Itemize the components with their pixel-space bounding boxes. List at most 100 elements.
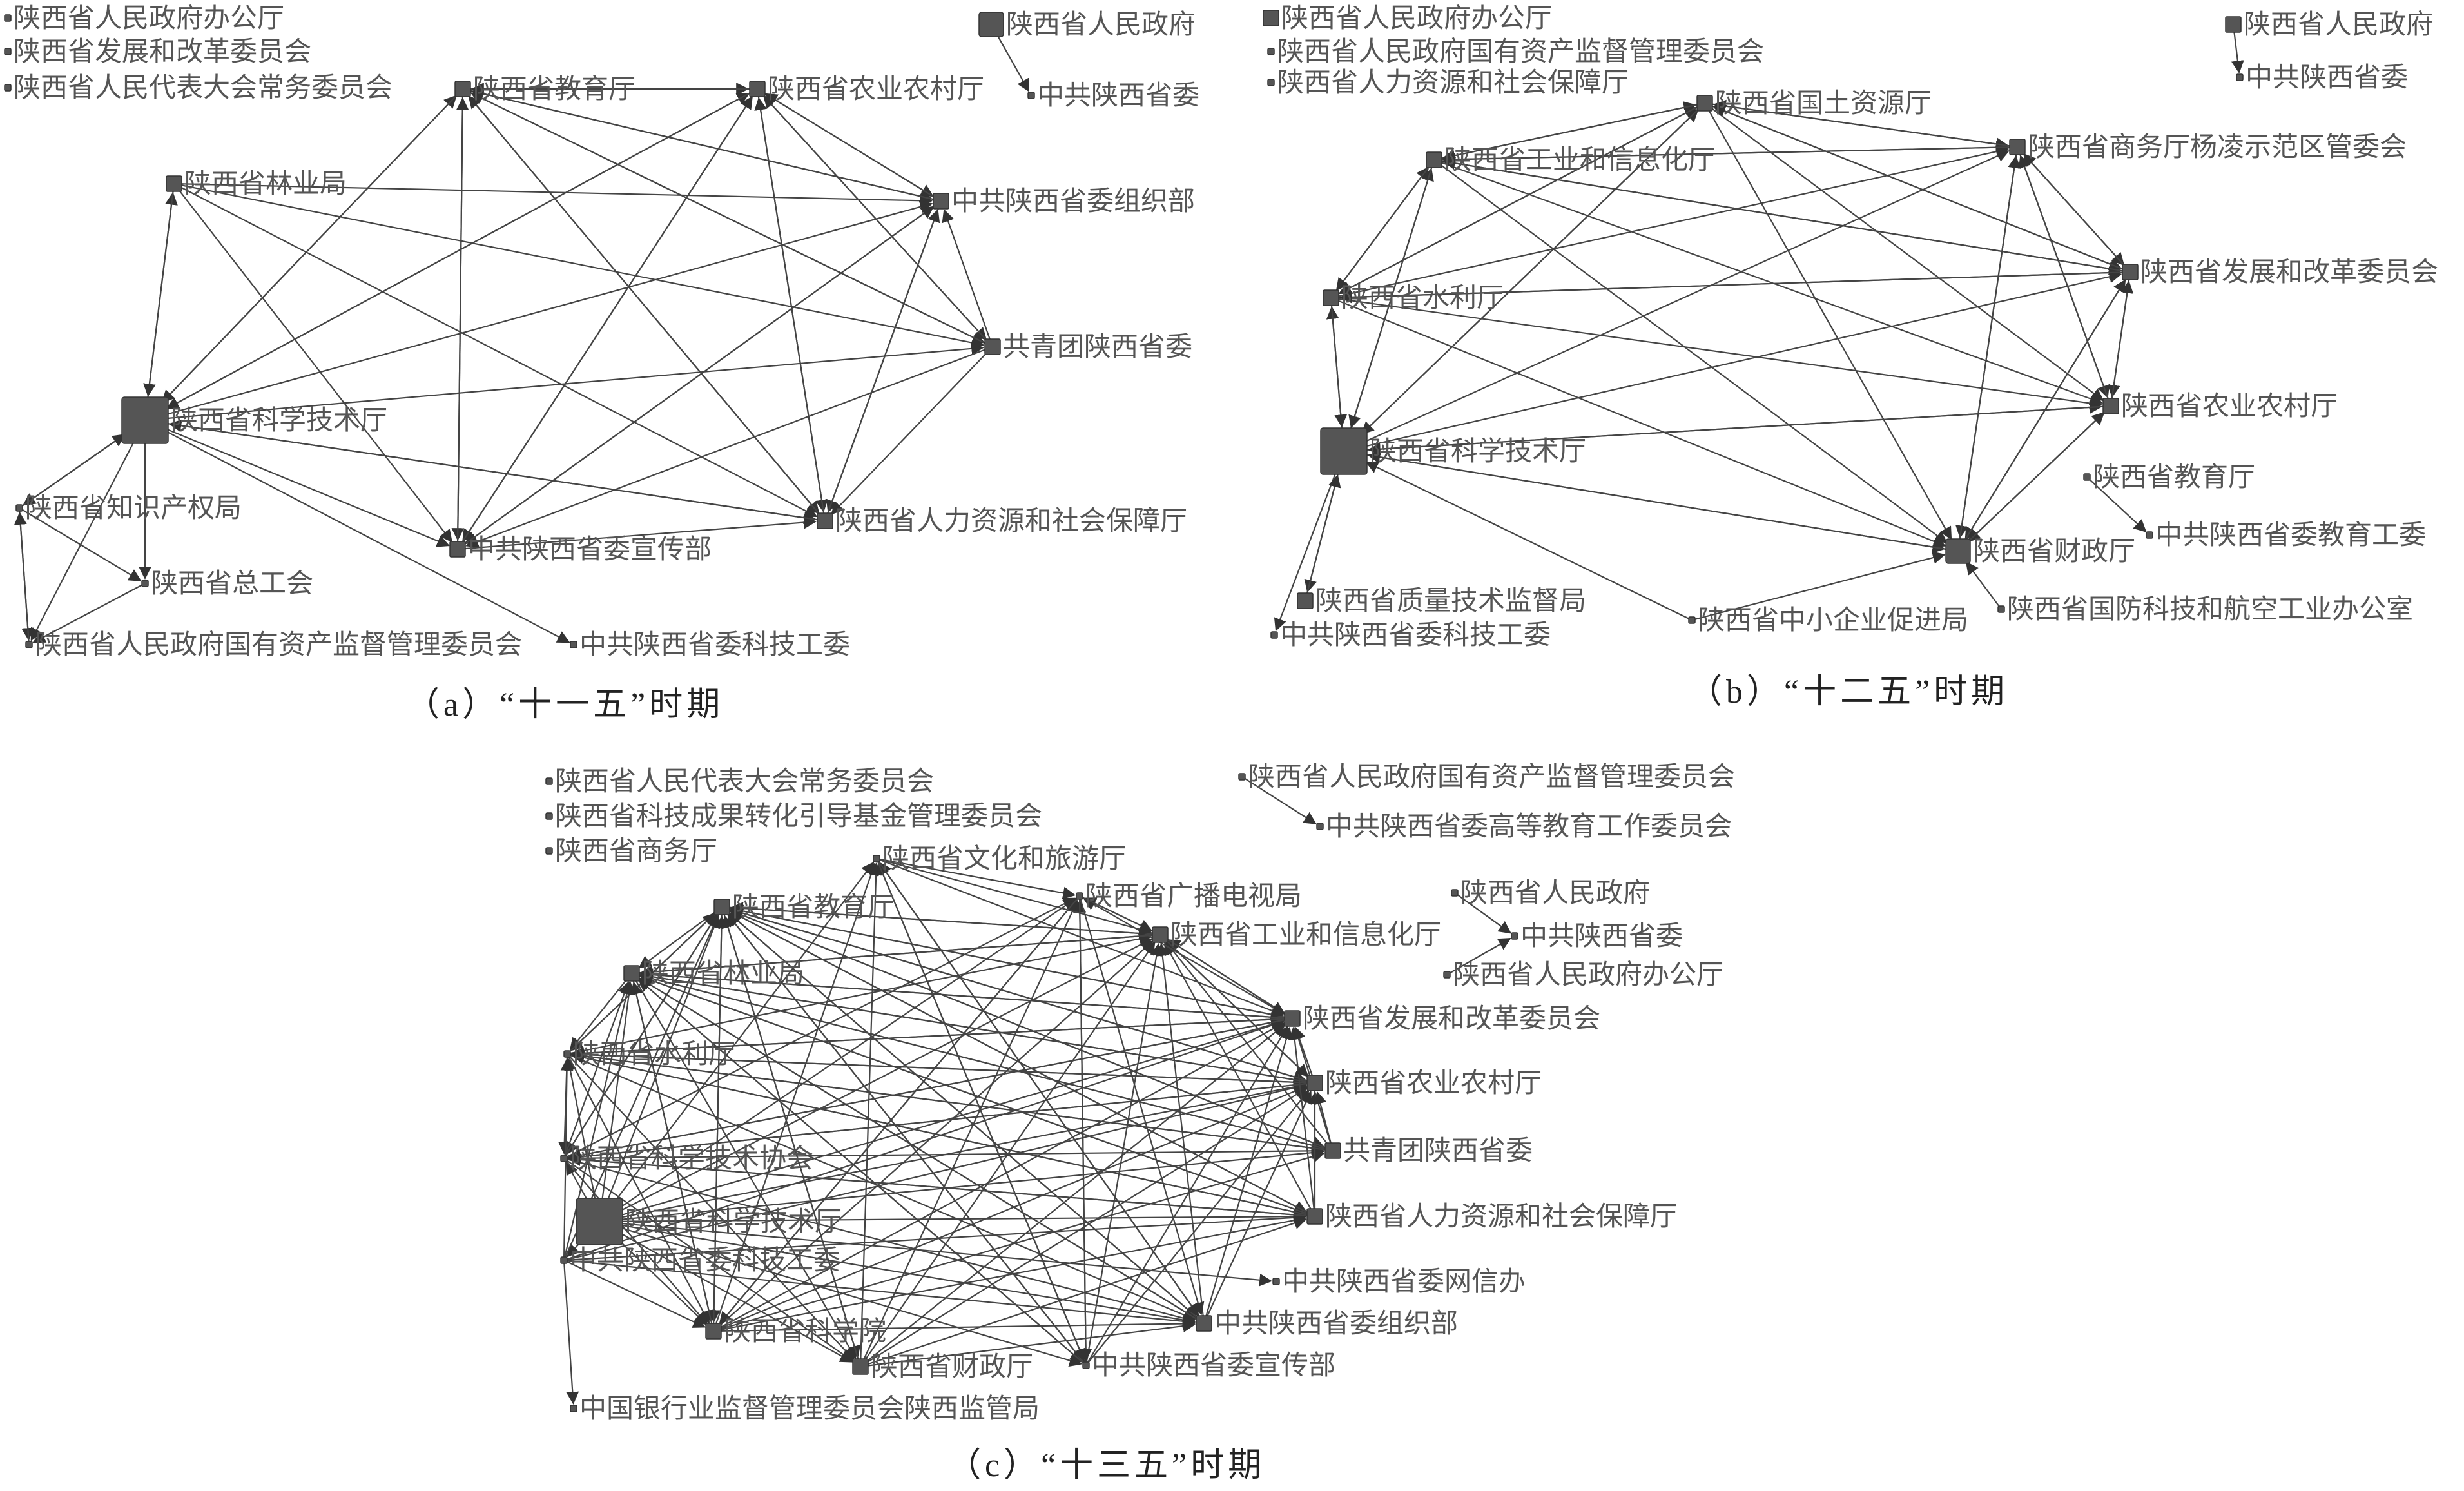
edge-c23-c24 [713, 1317, 1196, 1332]
node-label-b3: 陕西省人力资源和社会保障厅 [1277, 68, 1629, 98]
edge-c4-c5 [1241, 776, 1317, 824]
node-b8 [2009, 139, 2026, 155]
edge-a8-a13 [173, 183, 453, 543]
node-b4 [2225, 16, 2242, 33]
node-a5 [1027, 92, 1035, 99]
edge-a11-a9 [144, 200, 933, 422]
edge-c23-c13 [630, 981, 715, 1332]
edge-c26-c13 [637, 979, 1087, 1366]
node-label-c21: 中共陕西省委科技工委 [570, 1246, 840, 1276]
edge-c24-c12 [1156, 942, 1205, 1324]
edge-c15-c25 [567, 1053, 855, 1361]
node-label-c3: 陕西省商务厅 [555, 837, 717, 866]
node-label-a4: 陕西省人民政府 [1006, 10, 1196, 40]
node-layer: 陕西省人民政府办公厅陕西省发展和改革委员会陕西省人民代表大会常务委员会陕西省人民… [4, 3, 1199, 660]
node-c13 [623, 965, 640, 982]
edge-c6-c7 [876, 857, 1076, 900]
node-label-a9: 中共陕西省委组织部 [951, 187, 1195, 217]
node-label-b12: 陕西省农业农村厅 [2121, 392, 2338, 422]
edge-c21-c16 [563, 1081, 1307, 1262]
node-a12 [15, 504, 23, 512]
edge-c12-c13 [639, 933, 1161, 979]
node-b17 [1270, 631, 1278, 639]
edge-a13-a9 [457, 206, 935, 550]
edge-c12-c14 [1159, 934, 1286, 1015]
edge-c21-c23 [563, 1260, 706, 1328]
edge-b6-b11 [1361, 102, 1705, 435]
edge-c19-c24 [599, 1220, 1196, 1327]
node-c4 [1238, 773, 1246, 781]
edge-c19-c25 [599, 1221, 853, 1363]
edge-c18-c17 [563, 1144, 1324, 1160]
edge-b18-b15 [1691, 551, 1946, 621]
edge-a14-a11 [168, 419, 826, 522]
node-label-b15: 陕西省财政厅 [1973, 537, 2135, 567]
edge-c19-c15 [564, 1057, 601, 1222]
node-c14 [1284, 1010, 1301, 1027]
edge-c21-c14 [563, 1018, 1285, 1262]
node-label-b18: 陕西省中小企业促进局 [1698, 605, 1968, 636]
edge-a15-a16 [32, 583, 146, 643]
node-label-c6: 陕西省文化和旅游厅 [882, 844, 1126, 874]
edge-layer [558, 776, 1512, 1405]
edge-b7-b9 [1335, 159, 1435, 291]
node-a14 [817, 512, 833, 529]
node-label-c25: 陕西省财政厅 [871, 1352, 1033, 1382]
node-label-b7: 陕西省工业和信息化厅 [1444, 145, 1715, 175]
node-label-b5: 中共陕西省委 [2246, 63, 2408, 93]
node-c20 [1306, 1208, 1323, 1225]
edge-c16-c11 [730, 906, 1315, 1084]
edge-c14-c18 [567, 1017, 1293, 1162]
edge-a8-a14 [173, 183, 818, 518]
node-c26 [1082, 1361, 1090, 1369]
node-label-b2: 陕西省人民政府国有资产监督管理委员会 [1277, 37, 1764, 67]
node-a3 [4, 84, 12, 92]
edge-c18-c11 [563, 914, 718, 1159]
edge-a6-a11 [161, 88, 463, 404]
edge-b9-b11 [1330, 297, 1348, 428]
edge-c23-c14 [713, 1022, 1285, 1332]
edge-c19-c6 [599, 861, 875, 1222]
edge-c14-c11 [730, 904, 1293, 1020]
edge-c20-c14 [1288, 1026, 1316, 1217]
node-a16 [25, 641, 33, 648]
edge-b11-b10 [1343, 270, 2122, 453]
node-b1 [1263, 10, 1279, 26]
edge-b16-b11 [1304, 474, 1341, 601]
edge-c19-c14 [599, 1018, 1285, 1223]
edge-c20-c18 [568, 1153, 1315, 1218]
edge-c19-c26 [599, 1220, 1083, 1367]
network-panel-a: 陕西省人民政府办公厅陕西省发展和改革委员会陕西省人民代表大会常务委员会陕西省人民… [0, 0, 1231, 728]
panel-caption-a: （a）“十一五”时期 [406, 687, 724, 723]
edge-c26-c11 [727, 913, 1087, 1366]
edge-a7-a11 [166, 88, 758, 409]
edge-c15-c23 [567, 1053, 710, 1324]
node-c22 [1272, 1278, 1280, 1285]
edge-c23-c6 [712, 862, 877, 1332]
node-c1 [545, 777, 553, 785]
panel-caption-b: （b）“十二五”时期 [1689, 674, 2008, 710]
node-c21 [560, 1256, 568, 1264]
node-c15 [563, 1050, 571, 1058]
node-label-c23: 陕西省科学院 [724, 1316, 886, 1347]
edge-c17-c13 [639, 972, 1334, 1152]
edge-a8-a9 [173, 182, 933, 208]
node-label-a8: 陕西省林业局 [184, 170, 347, 199]
node-c18 [560, 1155, 568, 1162]
node-label-c5: 中共陕西省委高等教育工作委员会 [1326, 812, 1732, 842]
node-label-a17: 中共陕西省委科技工委 [579, 630, 850, 660]
edge-b15-b10 [1957, 279, 2126, 552]
node-label-c15: 陕西省水利厅 [573, 1040, 735, 1069]
panel-caption-c: （c）“十三五”时期 [947, 1447, 1265, 1484]
node-label-b10: 陕西省发展和改革委员会 [2140, 258, 2438, 287]
node-label-a15: 陕西省总工会 [151, 569, 313, 599]
network-graph-a: 陕西省人民政府办公厅陕西省发展和改革委员会陕西省人民代表大会常务委员会陕西省人民… [4, 3, 1199, 723]
node-label-a1: 陕西省人民政府办公厅 [14, 3, 284, 34]
node-a15 [141, 580, 149, 587]
edge-b6-b9 [1338, 102, 1705, 295]
edge-c23-c12 [713, 940, 1154, 1332]
edge-c6-c12 [876, 857, 1152, 936]
edge-b19-b15 [1965, 561, 2002, 610]
node-b7 [1426, 151, 1442, 168]
node-label-c27: 中国银行业监督管理委员会陕西监管局 [579, 1394, 1040, 1424]
